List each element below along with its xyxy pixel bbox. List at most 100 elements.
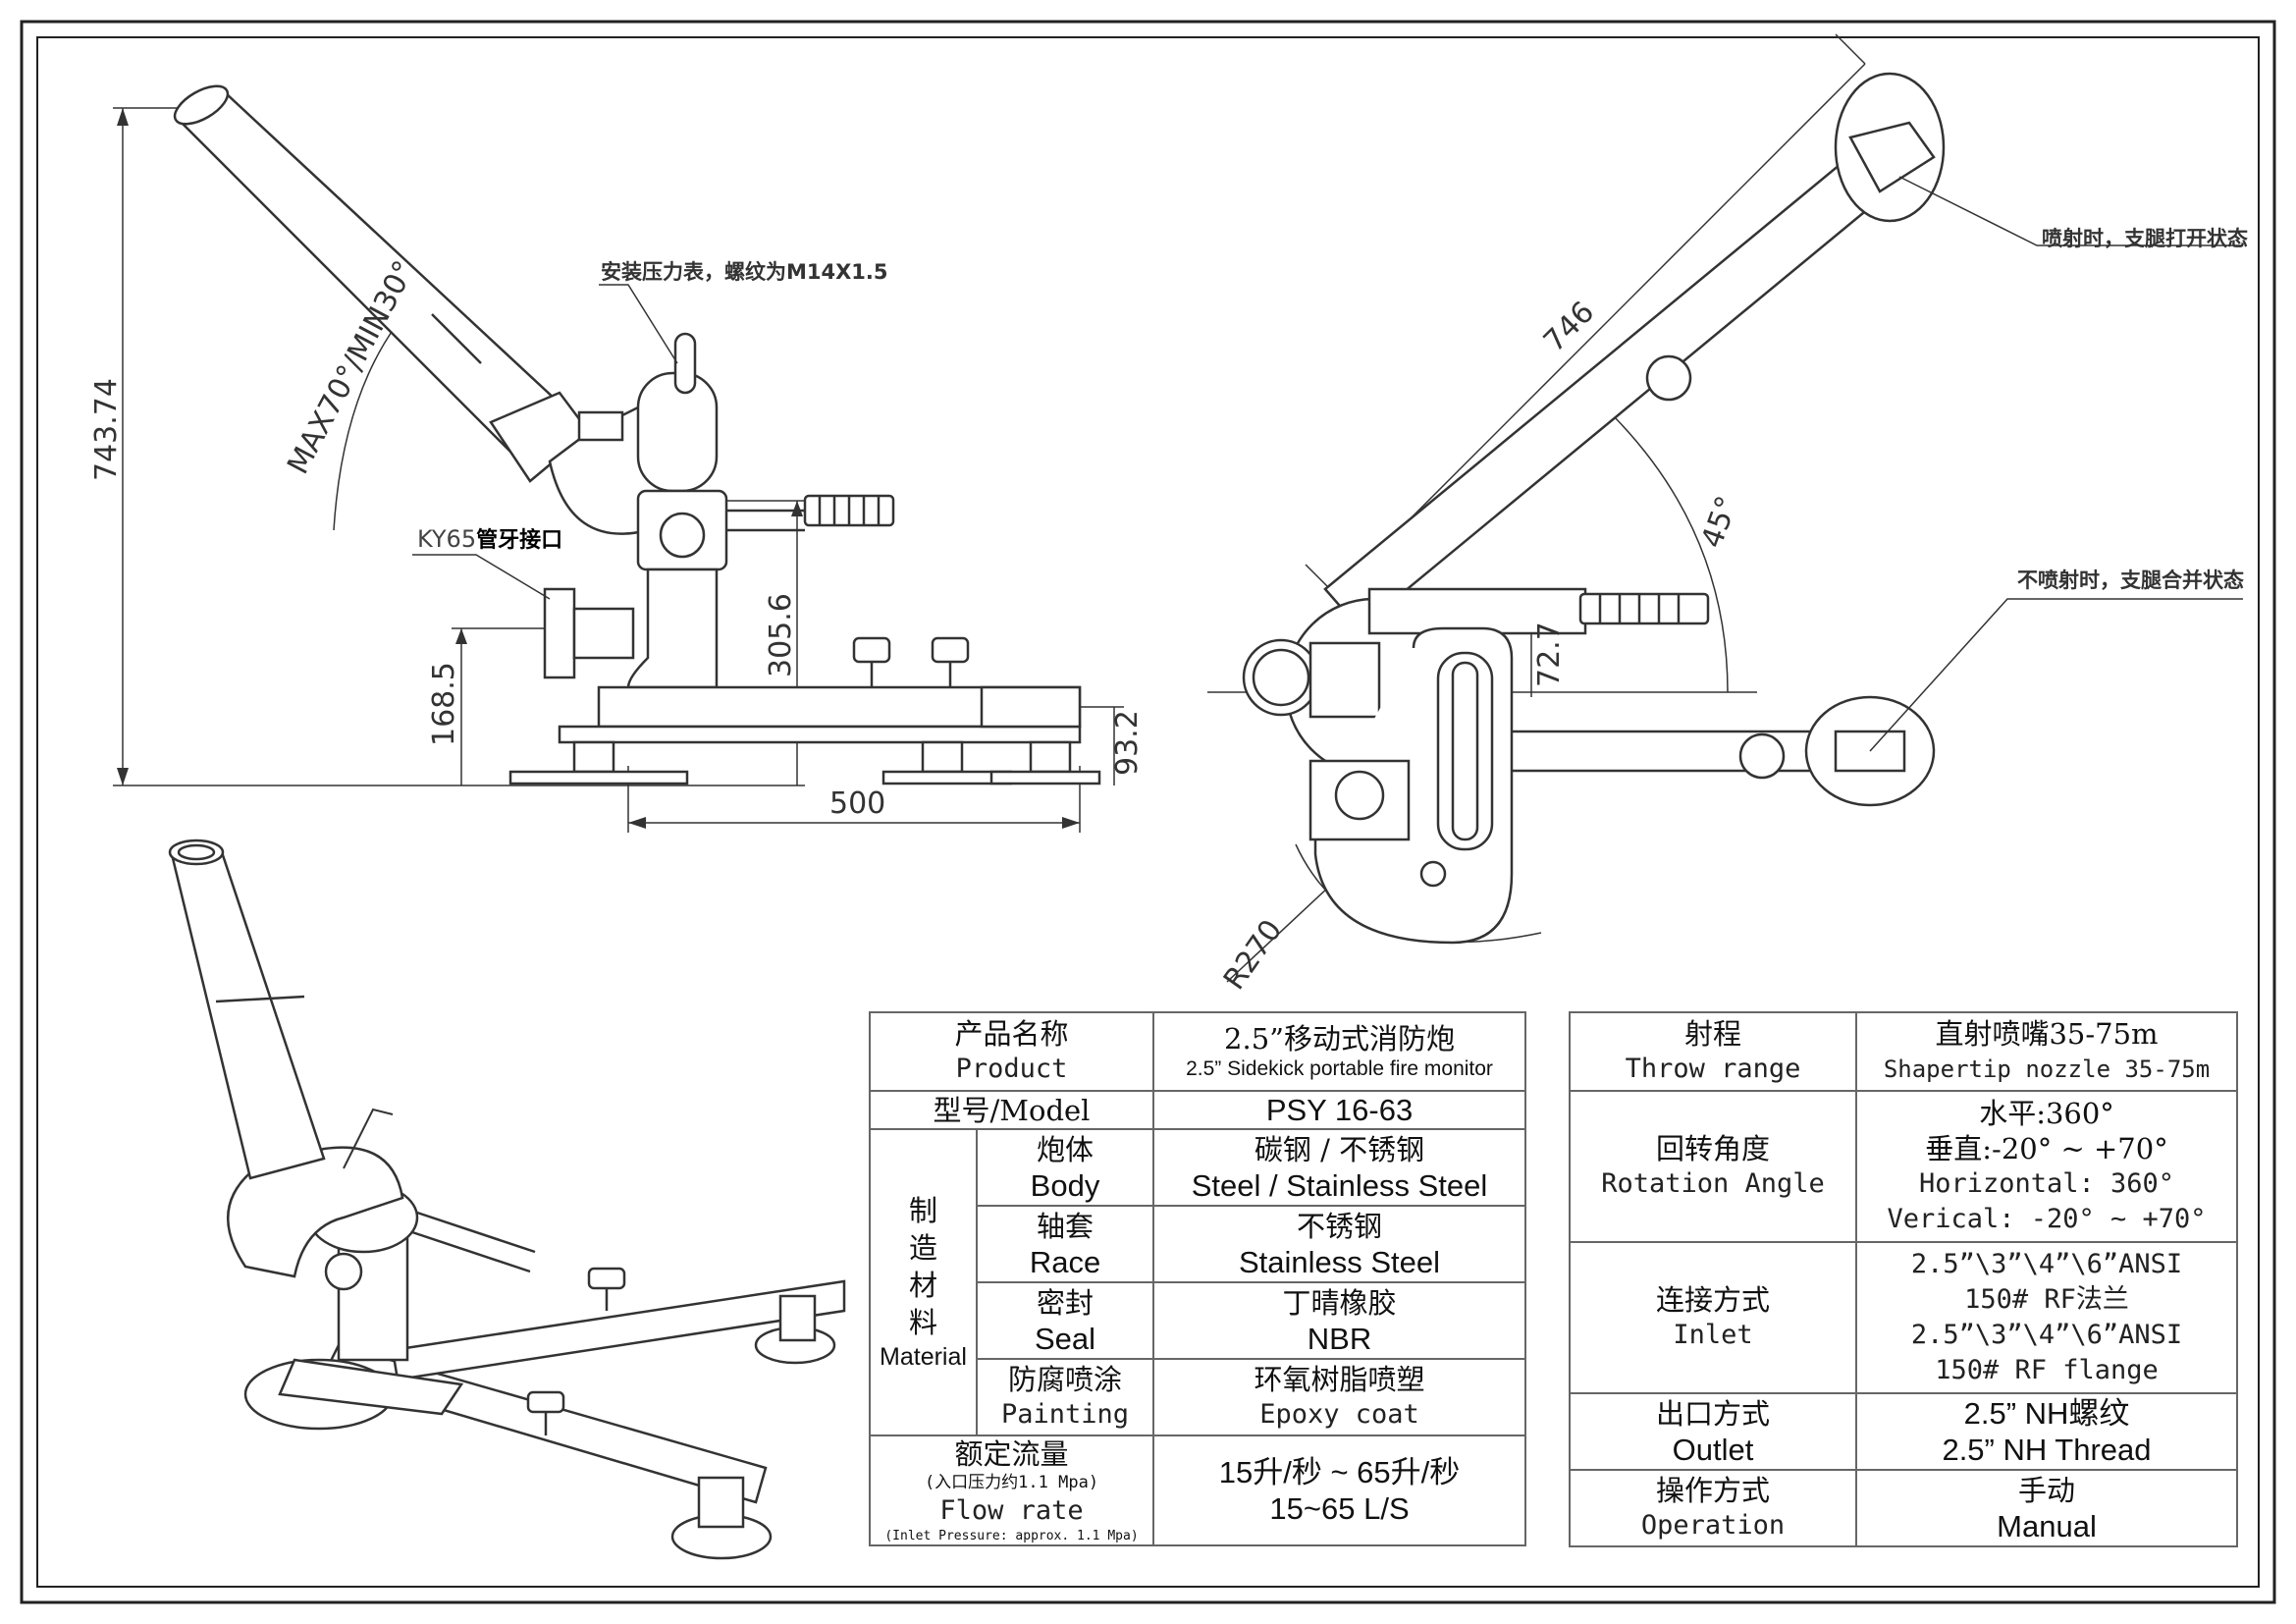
outlet-value-zh: 2.5” NH螺纹 xyxy=(1963,1396,2130,1431)
row-body: 制 造 材 料 Material 炮体 Body 碳钢 / 不锈钢 Steel … xyxy=(869,1128,1527,1436)
seal-label-zh: 密封 xyxy=(1037,1285,1095,1320)
product-value-en: 2.5” Sidekick portable fire monitor xyxy=(1186,1057,1493,1080)
seal-label-en: Seal xyxy=(1034,1321,1096,1356)
label-inlet-prefix: KY65管牙接口 xyxy=(417,525,562,553)
dim-leg-angle: 45° xyxy=(1695,492,1745,553)
cell-body-value: 碳钢 / 不锈钢 Steel / Stainless Steel xyxy=(1152,1128,1527,1207)
cell-seal-value: 丁晴橡胶 NBR xyxy=(1152,1281,1527,1360)
cell-rotation-label: 回转角度 Rotation Angle xyxy=(1569,1090,1857,1243)
row-race: 轴套 Race 不锈钢 Stainless Steel xyxy=(870,1205,1527,1283)
isometric-view xyxy=(168,839,846,1560)
cell-seal-label: 密封 Seal xyxy=(975,1281,1155,1360)
rotation-label-en: Rotation Angle xyxy=(1601,1168,1825,1199)
cell-operation-value: 手动 Manual xyxy=(1855,1469,2238,1547)
cell-flow-value: 15升/秒 ~ 65升/秒 15~65 L/S xyxy=(1152,1435,1527,1546)
cell-model-label: 型号/Model xyxy=(868,1090,1155,1130)
painting-label-en: Painting xyxy=(1000,1399,1130,1430)
note-legs-open: 喷射时，支腿打开状态 xyxy=(2042,227,2248,250)
cell-race-value: 不锈钢 Stainless Steel xyxy=(1152,1205,1527,1283)
row-product: 产品名称 Product 2.5”移动式消防炮 2.5” Sidekick po… xyxy=(868,1011,1527,1092)
model-value: PSY 16-63 xyxy=(1265,1093,1414,1127)
material-char-1: 制 xyxy=(908,1194,937,1227)
inlet-value-1: 2.5”\3”\4”\6”ANSI xyxy=(1910,1249,2183,1279)
cell-race-label: 轴套 Race xyxy=(975,1205,1155,1283)
throw-value-en: Shapertip nozzle 35-75m xyxy=(1883,1056,2211,1083)
body-label-en: Body xyxy=(1030,1167,1100,1203)
outlet-label-en: Outlet xyxy=(1672,1432,1754,1467)
race-value-en: Stainless Steel xyxy=(1238,1244,1441,1279)
painting-label-zh: 防腐喷涂 xyxy=(1008,1363,1123,1396)
cell-rotation-value: 水平:360° 垂直:-20° ~ +70° Horizontal: 360° … xyxy=(1855,1090,2238,1243)
spec-table-left: 产品名称 Product 2.5”移动式消防炮 2.5” Sidekick po… xyxy=(868,1011,1527,1546)
row-seal: 密封 Seal 丁晴橡胶 NBR xyxy=(870,1281,1527,1360)
cell-outlet-label: 出口方式 Outlet xyxy=(1569,1392,1857,1471)
dim-total-height: 743.74 xyxy=(89,378,124,481)
operation-value-en: Manual xyxy=(1997,1508,2097,1543)
row-model: 型号/Model PSY 16-63 xyxy=(868,1090,1527,1130)
cell-throw-label: 射程 Throw range xyxy=(1569,1011,1857,1092)
inlet-value-2: 150# RF法兰 xyxy=(1964,1284,2129,1315)
dim-foot-height: 93.2 xyxy=(1110,710,1145,776)
dim-elbow-height: 305.6 xyxy=(764,593,798,677)
material-char-2: 造 xyxy=(908,1231,937,1265)
cell-product-value: 2.5”移动式消防炮 2.5” Sidekick portable fire m… xyxy=(1152,1011,1527,1092)
cell-painting-value: 环氧树脂喷塑 Epoxy coat xyxy=(1152,1358,1527,1436)
cell-inlet-value: 2.5”\3”\4”\6”ANSI 150# RF法兰 2.5”\3”\4”\6… xyxy=(1855,1241,2238,1394)
row-operation: 操作方式 Operation 手动 Manual xyxy=(1569,1469,2238,1547)
product-label-en: Product xyxy=(955,1054,1068,1084)
inlet-prefix: KY65 xyxy=(417,525,476,553)
flow-value-zh: 15升/秒 ~ 65升/秒 xyxy=(1218,1455,1461,1489)
cell-flow-label: 额定流量 (入口压力约1.1 Mpa) Flow rate (Inlet Pre… xyxy=(868,1435,1155,1546)
model-label: 型号/Model xyxy=(933,1093,1091,1127)
painting-value-zh: 环氧树脂喷塑 xyxy=(1254,1363,1425,1396)
side-view xyxy=(113,84,1124,833)
race-value-zh: 不锈钢 xyxy=(1297,1209,1383,1243)
row-inlet: 连接方式 Inlet 2.5”\3”\4”\6”ANSI 150# RF法兰 2… xyxy=(1569,1241,2238,1394)
spec-table-right: 射程 Throw range 直射喷嘴35-75m Shapertip nozz… xyxy=(1569,1011,2238,1547)
inlet-label-zh: 连接方式 xyxy=(1655,1283,1770,1317)
operation-value-zh: 手动 xyxy=(2017,1473,2075,1507)
race-label-en: Race xyxy=(1029,1244,1101,1279)
outlet-label-zh: 出口方式 xyxy=(1655,1396,1770,1431)
inlet-suffix: 管牙接口 xyxy=(476,527,562,553)
seal-value-en: NBR xyxy=(1307,1321,1372,1356)
material-char-4: 料 xyxy=(908,1306,937,1339)
flow-note-en: (Inlet Pressure: approx. 1.1 Mpa) xyxy=(884,1529,1139,1543)
cell-material-label: 制 造 材 料 Material xyxy=(869,1128,978,1436)
cell-operation-label: 操作方式 Operation xyxy=(1569,1469,1857,1547)
cell-throw-value: 直射喷嘴35-75m Shapertip nozzle 35-75m xyxy=(1855,1011,2238,1092)
flow-label-zh: 额定流量 xyxy=(954,1437,1069,1471)
throw-value-zh: 直射喷嘴35-75m xyxy=(1935,1017,2159,1051)
row-flow: 额定流量 (入口压力约1.1 Mpa) Flow rate (Inlet Pre… xyxy=(868,1435,1527,1546)
painting-value-en: Epoxy coat xyxy=(1259,1399,1419,1430)
inlet-value-4: 150# RF flange xyxy=(1935,1355,2159,1385)
rotation-h-en: Horizontal: 360° xyxy=(1918,1168,2175,1199)
product-label-zh: 产品名称 xyxy=(954,1017,1069,1051)
inlet-label-en: Inlet xyxy=(1673,1320,1753,1350)
cell-outlet-value: 2.5” NH螺纹 2.5” NH Thread xyxy=(1855,1392,2238,1471)
race-label-zh: 轴套 xyxy=(1037,1209,1095,1243)
dim-offset: 72.7 xyxy=(1532,622,1567,687)
row-outlet: 出口方式 Outlet 2.5” NH螺纹 2.5” NH Thread xyxy=(1569,1392,2238,1471)
rotation-label-zh: 回转角度 xyxy=(1655,1132,1770,1165)
row-painting: 防腐喷涂 Painting 环氧树脂喷塑 Epoxy coat xyxy=(870,1358,1527,1436)
dim-swing-radius: R270 xyxy=(1217,914,1289,997)
operation-label-en: Operation xyxy=(1640,1510,1786,1541)
flow-label-en: Flow rate xyxy=(939,1495,1084,1526)
row-throw: 射程 Throw range 直射喷嘴35-75m Shapertip nozz… xyxy=(1569,1011,2238,1092)
inner-frame xyxy=(36,36,2260,1588)
material-char-3: 材 xyxy=(908,1269,937,1302)
flow-note-zh: (入口压力约1.1 Mpa) xyxy=(924,1473,1099,1492)
note-pressure-gauge: 安装压力表，螺纹为M14X1.5 xyxy=(601,260,888,284)
dim-base-length: 500 xyxy=(829,786,885,821)
cell-painting-label: 防腐喷涂 Painting xyxy=(975,1358,1155,1436)
seal-value-zh: 丁晴橡胶 xyxy=(1282,1285,1397,1320)
flow-value-en: 15~65 L/S xyxy=(1269,1491,1410,1526)
rotation-v-en: Verical: -20° ~ +70° xyxy=(1887,1204,2207,1234)
cell-product-label: 产品名称 Product xyxy=(868,1011,1155,1092)
product-value-zh: 2.5”移动式消防炮 xyxy=(1224,1022,1455,1056)
body-value-zh: 碳钢 / 不锈钢 xyxy=(1254,1132,1425,1166)
outlet-value-en: 2.5” NH Thread xyxy=(1942,1433,2152,1467)
body-value-en: Steel / Stainless Steel xyxy=(1191,1167,1488,1203)
